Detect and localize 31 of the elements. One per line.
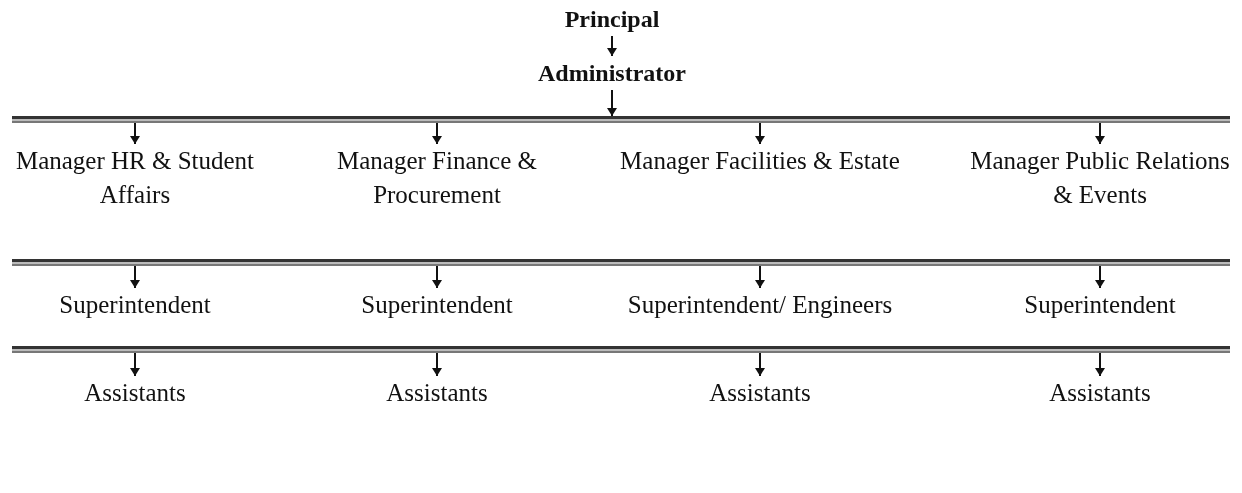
arrow (607, 35, 617, 57)
arrow (607, 89, 617, 117)
role-title: Administrator (538, 59, 686, 88)
role-label: Superintendent (1024, 290, 1176, 320)
arrow (130, 122, 140, 145)
arrow (130, 352, 140, 377)
role-label: Superintendent (361, 290, 513, 320)
arrow (755, 265, 765, 289)
role-label: Manager Finance & Procurement (336, 146, 538, 210)
arrow (1095, 265, 1105, 289)
arrow (755, 352, 765, 377)
divider-bar (12, 116, 1230, 123)
arrow (130, 265, 140, 289)
role-label: Manager Facilities & Estate (620, 146, 900, 176)
role-title: Principal (564, 5, 660, 34)
role-label: Manager Public Relations & Events (969, 146, 1231, 210)
role-label: Superintendent (59, 290, 211, 320)
role-label: Assistants (84, 378, 186, 408)
arrow (432, 265, 442, 289)
arrow (432, 122, 442, 145)
role-label: Assistants (1049, 378, 1151, 408)
divider-bar (12, 259, 1230, 266)
arrow (1095, 122, 1105, 145)
arrow (1095, 352, 1105, 377)
role-label: Manager HR & Student Affairs (14, 146, 256, 210)
role-label: Assistants (709, 378, 811, 408)
arrow (432, 352, 442, 377)
role-label: Assistants (386, 378, 488, 408)
arrow (755, 122, 765, 145)
divider-bar (12, 346, 1230, 353)
role-label: Superintendent/ Engineers (627, 290, 893, 320)
